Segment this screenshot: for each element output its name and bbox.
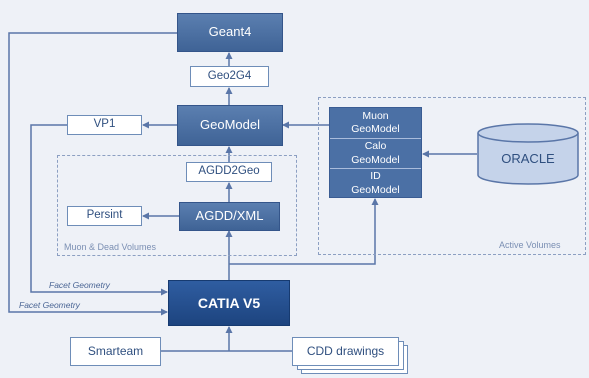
edge-geant4-catia bbox=[8, 32, 177, 316]
oracle-node[interactable]: ORACLE bbox=[501, 150, 555, 166]
group-muon-dead-volumes bbox=[57, 155, 297, 256]
muon-geomodel-label: GeoModel bbox=[351, 123, 400, 135]
facet-geometry-label-lower: Facet Geometry bbox=[19, 300, 80, 310]
id-geomodel-label: GeoModel bbox=[351, 183, 400, 196]
agdd2geo-node[interactable]: AGDD2Geo bbox=[186, 162, 272, 182]
calo-geomodel-label: GeoModel bbox=[351, 153, 400, 166]
geomodel-node[interactable]: GeoModel bbox=[177, 105, 283, 146]
oracle-cylinder bbox=[477, 123, 579, 185]
edge-vp1-catia bbox=[30, 124, 168, 296]
vp1-node[interactable]: VP1 bbox=[67, 115, 142, 135]
calo-label: Calo bbox=[364, 140, 387, 153]
catia-v5-node[interactable]: CATIA V5 bbox=[168, 280, 290, 326]
muon-label: Muon bbox=[362, 109, 389, 122]
id-label: ID bbox=[370, 170, 381, 183]
geo2g4-node[interactable]: Geo2G4 bbox=[190, 66, 269, 87]
group-label-muon-dead: Muon & Dead Volumes bbox=[64, 242, 157, 252]
agdd-xml-node[interactable]: AGDD/XML bbox=[179, 202, 280, 231]
cdd-drawings-node[interactable]: CDD drawings bbox=[292, 337, 399, 366]
facet-geometry-label-upper: Facet Geometry bbox=[49, 280, 110, 290]
geant4-node[interactable]: Geant4 bbox=[177, 13, 283, 52]
smarteam-node[interactable]: Smarteam bbox=[70, 337, 161, 366]
persint-node[interactable]: Persint bbox=[67, 206, 142, 226]
group-active-volumes bbox=[318, 97, 586, 255]
group-label-active: Active Volumes bbox=[499, 240, 561, 250]
edge-catia-subsystems bbox=[229, 198, 379, 265]
